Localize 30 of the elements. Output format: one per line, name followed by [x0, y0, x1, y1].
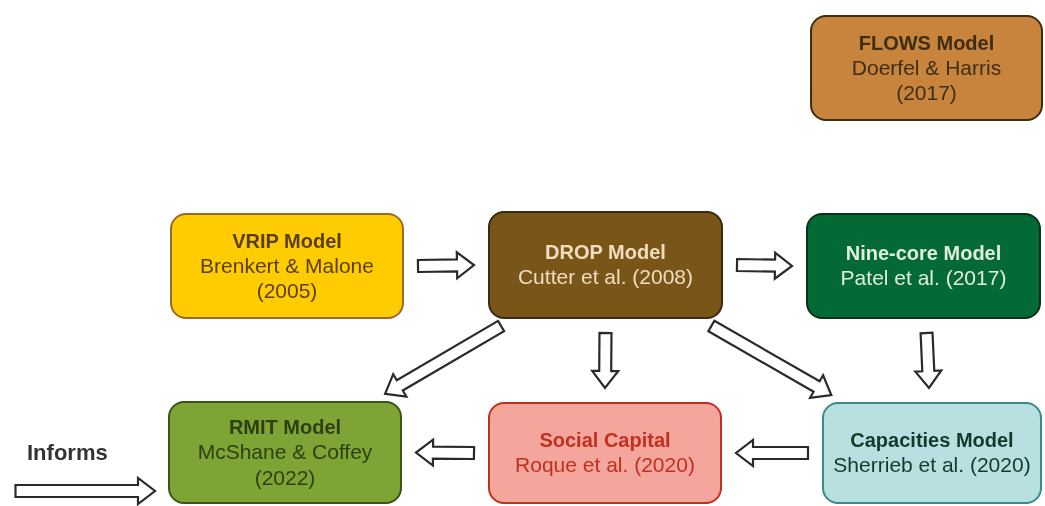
model-box — [168, 401, 402, 504]
model-name: Social Capital — [539, 428, 671, 453]
model-box — [810, 15, 1043, 121]
model-reference: McShane & Coffey (2022) — [196, 439, 374, 490]
model-name: VRIP Model — [232, 228, 342, 253]
block-arrow — [735, 250, 794, 281]
model-name: DROP Model — [545, 240, 666, 265]
model-name: Capacities Model — [850, 428, 1014, 453]
model-box — [822, 402, 1042, 504]
model-box — [488, 402, 722, 504]
block-arrow — [590, 331, 621, 390]
model-box — [806, 213, 1041, 319]
model-name: FLOWS Model — [858, 30, 995, 55]
block-arrow — [913, 331, 944, 390]
block-arrow — [734, 437, 810, 469]
legend-label: Informs — [27, 440, 108, 466]
model-box — [488, 211, 723, 319]
model-reference: Roque et al. (2020) — [515, 452, 695, 478]
model-box — [170, 213, 404, 319]
model-name: Nine-core Model — [845, 241, 1002, 266]
model-name: RMIT Model — [228, 415, 342, 440]
model-reference: Cutter et al. (2008) — [517, 264, 694, 290]
block-arrow — [706, 319, 833, 400]
model-reference: Sherrieb et al. (2020) — [833, 452, 1031, 478]
model-reference: Patel et al. (2017) — [840, 265, 1007, 291]
block-arrow — [416, 250, 476, 281]
model-reference: Brenkert & Malone (2005) — [199, 252, 375, 304]
model-reference: Doerfel & Harris (2017) — [850, 54, 1003, 106]
block-arrow — [414, 437, 476, 468]
block-arrow — [383, 319, 506, 398]
